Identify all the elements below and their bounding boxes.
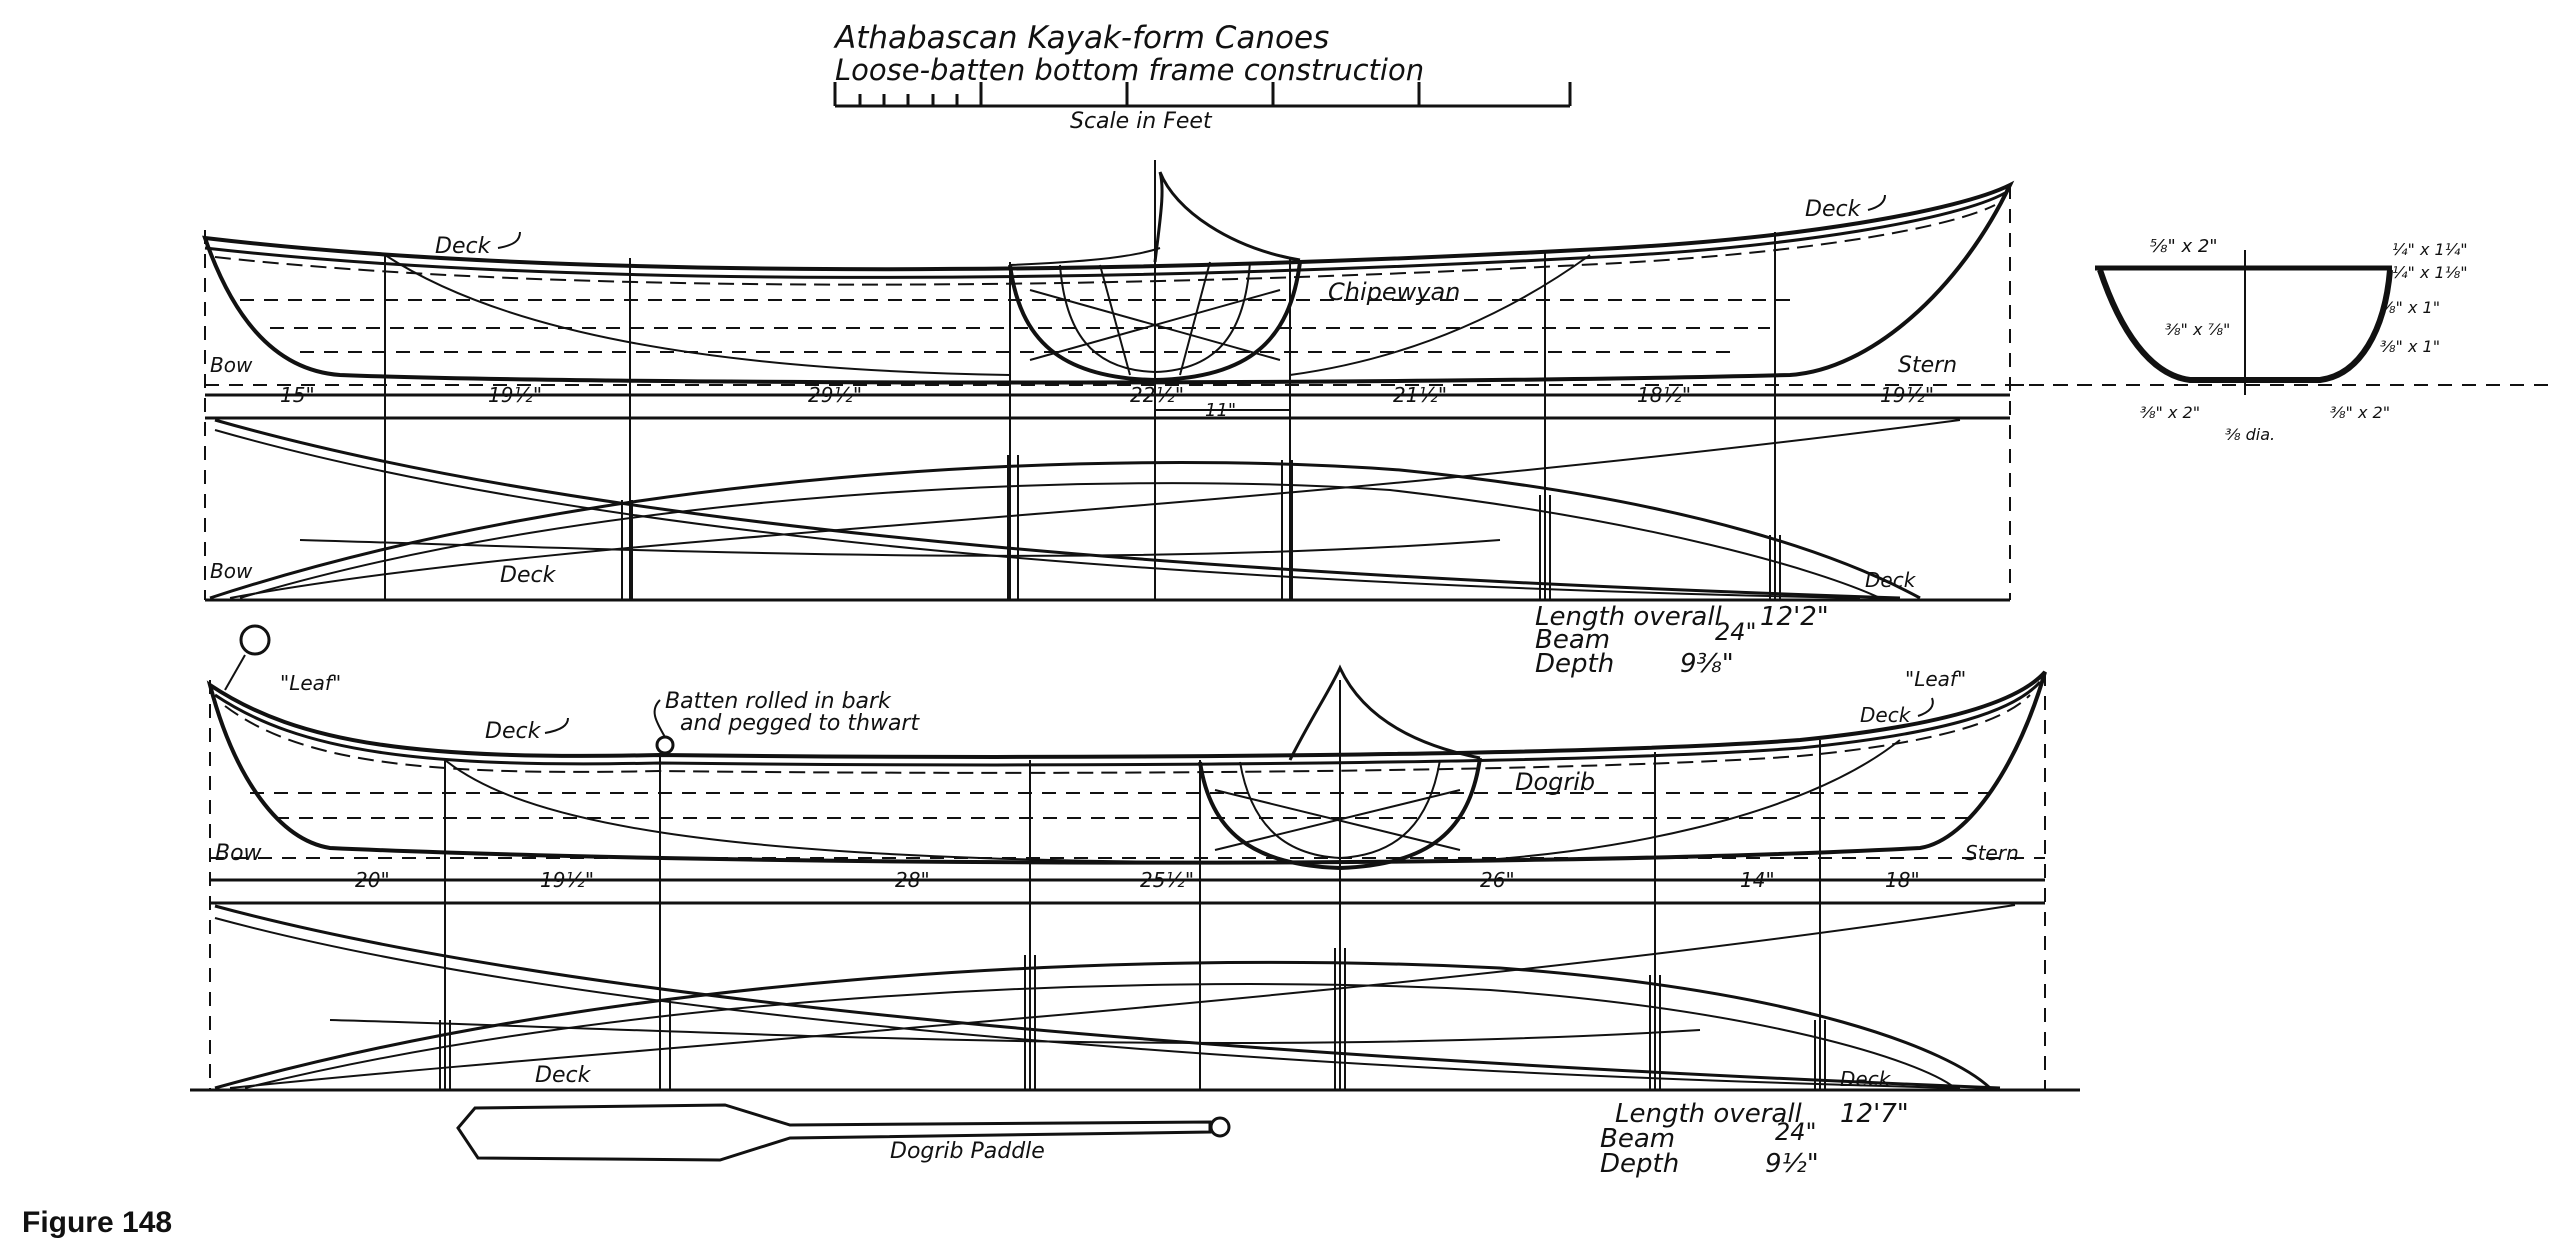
batten-note-line-2: and pegged to thwart bbox=[680, 711, 920, 736]
title-block: Athabascan Kayak-form Canoes Loose-batte… bbox=[833, 20, 1572, 134]
chipewyan-length-label: Length overall bbox=[1535, 602, 1723, 632]
dogrib-station-2: 19½" bbox=[540, 868, 594, 892]
chipewyan-length-value: 12'2" bbox=[1760, 602, 1829, 632]
dogrib-deck-label-stern: Deck bbox=[1860, 703, 1912, 727]
dogrib-station-7: 18" bbox=[1885, 868, 1920, 892]
dogrib-length-label: Length overall bbox=[1615, 1099, 1803, 1129]
paddle-label: Dogrib Paddle bbox=[890, 1139, 1045, 1164]
chipewyan-bow-label: Bow bbox=[210, 353, 253, 377]
title-line-2: Loose-batten bottom frame construction bbox=[835, 53, 1424, 87]
cross-section: ⅝" x 2" ¼" x 1¼" ¼" x 1⅛" ⅛" x 1" ⅜" x ⅞… bbox=[2010, 236, 2557, 444]
chipewyan-station-1: 15" bbox=[280, 383, 315, 407]
dogrib-station-5: 26" bbox=[1480, 868, 1515, 892]
chipewyan-station-2: 19½" bbox=[488, 383, 542, 407]
chipewyan-deck-label-stern: Deck bbox=[1805, 197, 1862, 222]
batten-note-line-1: Batten rolled in bark bbox=[665, 689, 892, 714]
scale-bar bbox=[833, 82, 1572, 108]
section-label-9: ⅜" x 2" bbox=[2330, 403, 2390, 422]
chipewyan-station-4: 22½" bbox=[1130, 383, 1184, 407]
chipewyan-deck-label-bow: Deck bbox=[435, 234, 492, 259]
dogrib-leaf-label-stern: "Leaf" bbox=[1905, 667, 1966, 691]
section-label-7: ⅜" x 2" bbox=[2140, 403, 2200, 422]
dogrib-hull-outline bbox=[206, 670, 2047, 865]
chipewyan-beam-label: Beam bbox=[1535, 625, 1610, 655]
dogrib-plan-deck-label-stern: Deck bbox=[1840, 1067, 1892, 1091]
dogrib-name: Dogrib bbox=[1515, 768, 1595, 796]
title-line-1: Athabascan Kayak-form Canoes bbox=[833, 20, 1329, 56]
dogrib-depth-label: Depth bbox=[1600, 1149, 1679, 1179]
dogrib-beam-label: Beam bbox=[1600, 1124, 1675, 1154]
chipewyan-specs: Length overall 12'2" Beam 24" Depth 9⅜" bbox=[1535, 602, 1829, 679]
chipewyan-frame bbox=[1008, 261, 1302, 383]
chipewyan-plan-deck-label-stern: Deck bbox=[1865, 568, 1917, 592]
chipewyan-beam-value: 24" bbox=[1715, 618, 1757, 646]
dogrib-bow-label: Bow bbox=[215, 841, 263, 866]
chipewyan-profile: Chipewyan Deck Deck Bow Stern bbox=[202, 160, 2090, 600]
dogrib-specs: Length overall 12'7" Beam 24" Depth 9½" bbox=[1600, 1099, 1909, 1179]
chipewyan-station-7: 19½" bbox=[1880, 383, 1934, 407]
dogrib-profile: Dogrib Deck Deck Bow Stern "Leaf" "Leaf"… bbox=[206, 624, 2047, 1090]
chipewyan-station-3: 29½" bbox=[808, 383, 862, 407]
chipewyan-frame-width: 11" bbox=[1205, 400, 1236, 421]
chipewyan-station-5: 21½" bbox=[1393, 383, 1447, 407]
chipewyan-name: Chipewyan bbox=[1328, 278, 1460, 306]
dogrib-length-value: 12'7" bbox=[1840, 1099, 1909, 1129]
section-label-8: ⅜ dia. bbox=[2225, 425, 2275, 444]
chipewyan-depth-value: 9⅜" bbox=[1680, 649, 1734, 679]
section-label-3: ¼" x 1⅛" bbox=[2392, 263, 2468, 282]
dogrib-stations bbox=[209, 672, 2046, 1090]
dogrib-dimensions: 20" 19½" 28" 25½" 26" 14" 18" bbox=[210, 868, 2045, 892]
figure-caption: Figure 148 bbox=[22, 1206, 172, 1239]
section-label-6: ⅜" x 1" bbox=[2380, 337, 2440, 356]
section-label-4: ⅛" x 1" bbox=[2380, 298, 2440, 317]
chipewyan-plan-bow-label: Bow bbox=[210, 559, 253, 583]
paddle-outline bbox=[456, 1103, 1212, 1162]
dogrib-plan-view: Deck Deck bbox=[190, 901, 2080, 1092]
dogrib-depth-value: 9½" bbox=[1765, 1149, 1819, 1179]
section-label-2: ¼" x 1¼" bbox=[2392, 240, 2468, 259]
dogrib-station-1: 20" bbox=[355, 868, 390, 892]
scale-label: Scale in Feet bbox=[1070, 109, 1213, 134]
chipewyan-hull-outline bbox=[202, 180, 2015, 385]
cross-section-hull bbox=[2097, 269, 2393, 383]
dogrib-frame bbox=[1198, 757, 1482, 871]
dogrib-deck-label-bow: Deck bbox=[485, 719, 542, 744]
chipewyan-plan-view: Bow Deck Deck bbox=[205, 416, 2010, 602]
chipewyan-stations bbox=[204, 160, 2011, 600]
section-label-1: ⅝" x 2" bbox=[2150, 236, 2218, 257]
chipewyan-stern-label: Stern bbox=[1898, 353, 1957, 378]
chipewyan-plan-deck-label: Deck bbox=[500, 563, 557, 588]
dogrib-beam-value: 24" bbox=[1775, 1118, 1817, 1146]
section-label-5: ⅜" x ⅞" bbox=[2165, 320, 2230, 339]
chipewyan-station-6: 18½" bbox=[1637, 383, 1691, 407]
dogrib-leaf-label-bow: "Leaf" bbox=[280, 671, 341, 695]
dogrib-plan-deck-label: Deck bbox=[535, 1063, 592, 1088]
dogrib-station-3: 28" bbox=[895, 868, 930, 892]
dogrib-station-6: 14" bbox=[1740, 868, 1775, 892]
chipewyan-dimensions: 15" 19½" 29½" 22½" 21½" 18½" 19½" 11" bbox=[205, 383, 2010, 421]
dogrib-station-4: 25½" bbox=[1140, 868, 1194, 892]
chipewyan-depth-label: Depth bbox=[1535, 649, 1614, 679]
dogrib-paddle: Dogrib Paddle bbox=[456, 1103, 1231, 1164]
dogrib-stern-label: Stern bbox=[1965, 841, 2019, 865]
